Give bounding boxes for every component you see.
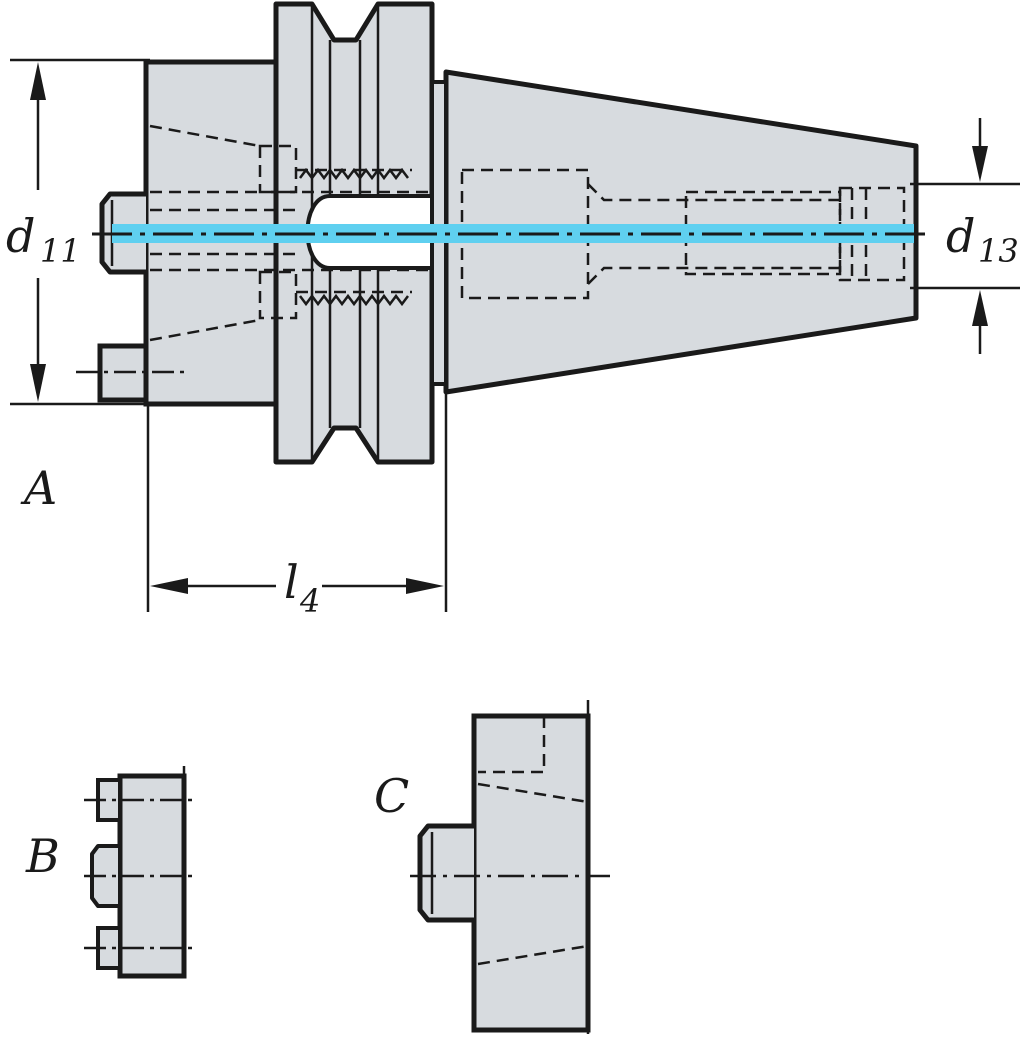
variant-c-hidden-lines <box>477 716 589 966</box>
variant-b-centerlines <box>84 766 196 984</box>
variant-b-label: B <box>25 829 60 883</box>
thread-lower <box>299 293 409 307</box>
d13-label-symbol: d <box>946 209 975 263</box>
d11-label-subscript: 11 <box>40 232 81 270</box>
variant-a-label: A <box>20 461 57 515</box>
variant-c-label: C <box>374 769 409 823</box>
d11-label-symbol: d <box>6 209 35 263</box>
dimension-arrowheads <box>30 62 988 594</box>
variant-b-detail <box>84 766 196 984</box>
variant-c-detail <box>410 700 610 1040</box>
l4-arrow-right <box>406 578 444 594</box>
d13-arrow-top <box>972 146 988 182</box>
d11-arrow-bottom <box>30 364 46 402</box>
variant-a-holder <box>76 1 930 465</box>
variant-c-shank <box>471 713 591 1033</box>
l4-arrow-left <box>150 578 188 594</box>
d13-label-subscript: 13 <box>978 232 1019 270</box>
thread-upper <box>299 167 409 181</box>
d11-arrow-top <box>30 62 46 100</box>
variant-c-stop-screw <box>417 823 474 923</box>
l4-label-subscript: 4 <box>299 582 320 620</box>
d13-arrow-bottom <box>972 290 988 326</box>
variant-c-centerlines <box>410 700 610 1040</box>
l4-label-symbol: l <box>284 555 299 609</box>
coolant-channel <box>112 224 914 243</box>
